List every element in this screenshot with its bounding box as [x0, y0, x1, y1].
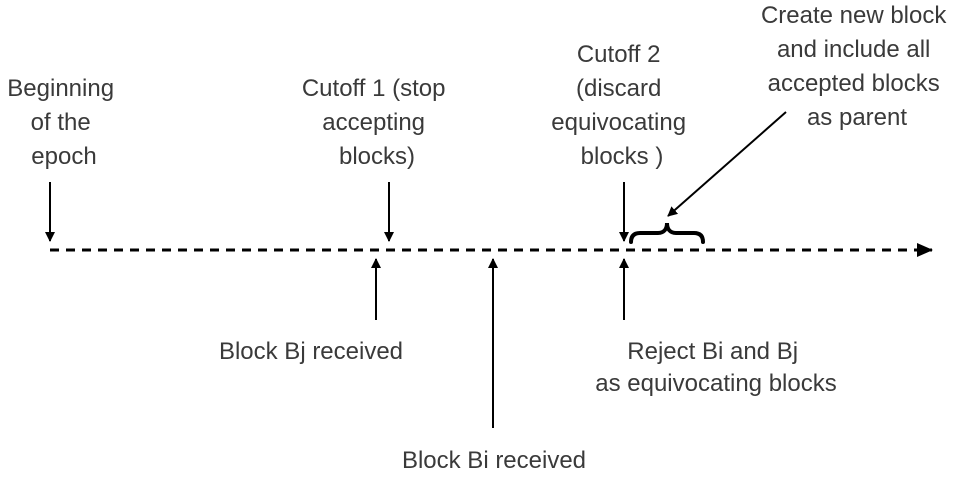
block-bj-label: Block Bj received	[219, 338, 403, 365]
cutoff2-label: Cutoff 2 (discard equivocating blocks )	[551, 41, 692, 170]
reject-label-line-2: as equivocating blocks	[595, 370, 836, 397]
block-bi-label: Block Bi received	[402, 447, 586, 474]
interval-brace	[629, 222, 705, 244]
create-block-arrow	[667, 111, 787, 217]
cutoff2-label-line-2: (discard	[576, 75, 661, 102]
cutoff2-label-line-3: equivocating	[551, 109, 686, 136]
create-block-label-line-2: and include all	[777, 36, 930, 63]
beginning-label: Beginning of the epoch	[7, 75, 120, 170]
create-block-label-line-4: as parent	[807, 104, 907, 131]
beginning-label-line-1: Beginning	[7, 75, 114, 102]
cutoff2-label-line-4: blocks )	[581, 143, 664, 170]
reject-label: Reject Bi and Bj as equivocating blocks	[595, 338, 836, 397]
create-block-label: Create new block and include all accepte…	[761, 2, 953, 131]
cutoff1-label: Cutoff 1 (stop accepting blocks)	[302, 75, 452, 170]
create-block-label-line-1: Create new block	[761, 2, 947, 29]
block-bi-label-line-1: Block Bi received	[402, 447, 586, 474]
cutoff1-label-line-2: accepting	[322, 109, 425, 136]
cutoff1-label-line-3: blocks)	[339, 143, 415, 170]
reject-label-line-1: Reject Bi and Bj	[627, 338, 798, 365]
beginning-label-line-2: of the	[31, 109, 91, 136]
cutoff2-label-line-1: Cutoff 2	[577, 41, 661, 68]
create-block-label-line-3: accepted blocks	[768, 70, 940, 97]
beginning-label-line-3: epoch	[31, 143, 96, 170]
cutoff1-label-line-1: Cutoff 1 (stop	[302, 75, 446, 102]
block-bj-label-line-1: Block Bj received	[219, 338, 403, 365]
